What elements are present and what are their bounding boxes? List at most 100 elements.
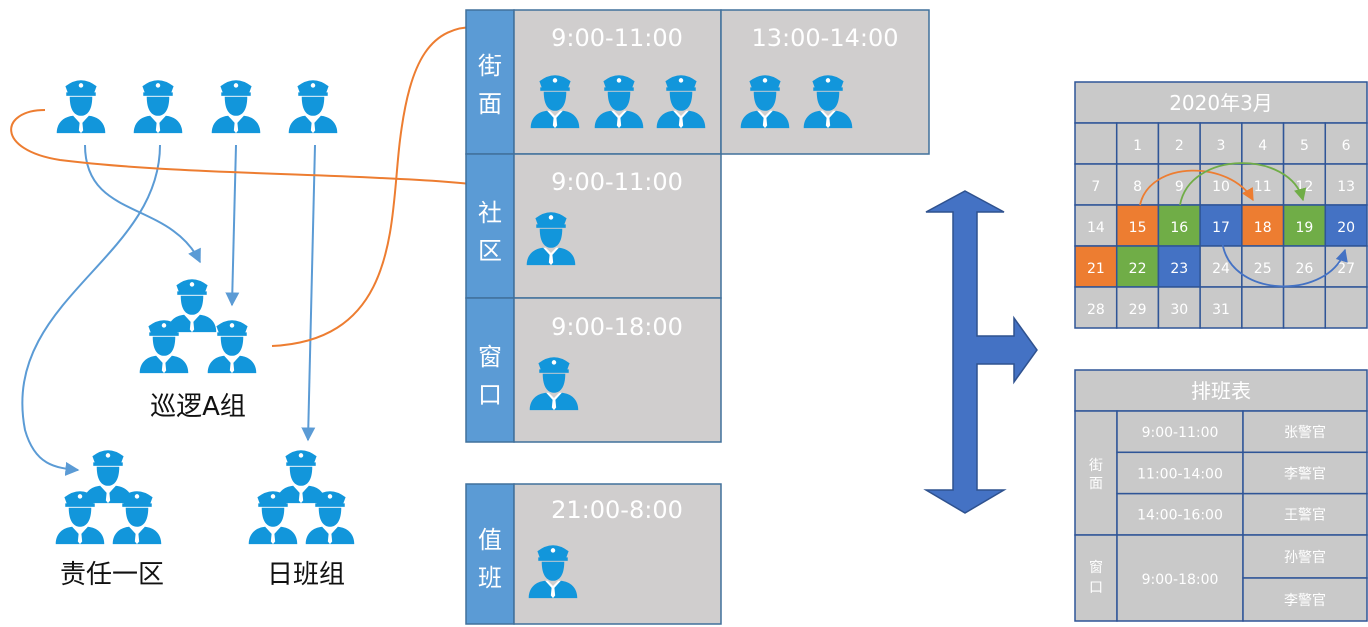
calendar-cell xyxy=(1157,204,1201,247)
police-officer-icon xyxy=(133,80,183,134)
big-branch-arrow xyxy=(923,190,1038,514)
roster-section-street-char-2: 面 xyxy=(1089,476,1103,492)
police-officer-icon xyxy=(56,80,106,134)
calendar-day: 20 xyxy=(1337,220,1355,236)
calendar-day: 2 xyxy=(1175,138,1184,154)
calendar-cell xyxy=(1241,286,1285,329)
window-post: 窗 口 9:00-18:00 xyxy=(465,297,722,443)
roster-section-window-char-1: 窗 xyxy=(1089,559,1103,576)
group-label-patrol-a: 巡逻A组 xyxy=(150,392,246,422)
police-officer-icon xyxy=(288,80,338,134)
roster-section-window-char-2: 口 xyxy=(1089,580,1103,596)
calendar-cell xyxy=(1324,122,1368,165)
calendar-header xyxy=(1074,81,1368,124)
arrow-16-to-19 xyxy=(1179,162,1307,206)
calendar-cell xyxy=(1282,286,1327,329)
calendar-day: 1 xyxy=(1133,138,1142,154)
calendar-cell xyxy=(1324,163,1368,206)
roster-name-cell xyxy=(1242,451,1368,495)
day-shift-group: 日班组 xyxy=(248,450,355,590)
window-tab xyxy=(465,297,515,443)
street-slot2-time: 13:00-14:00 xyxy=(752,24,899,52)
calendar-day: 3 xyxy=(1217,138,1226,154)
roster-officer-name: 孙警官 xyxy=(1284,550,1326,566)
roster-section-street-char-1: 街 xyxy=(1089,458,1103,474)
calendar-day: 7 xyxy=(1091,179,1100,195)
street-tab-char-2: 面 xyxy=(478,90,502,118)
officer-row xyxy=(56,80,338,134)
roster-section-window xyxy=(1074,534,1118,622)
arrow-officer2-to-zone-one xyxy=(21,144,161,476)
police-officer-icon xyxy=(211,80,261,134)
duty-tab xyxy=(465,483,515,625)
calendar-day: 10 xyxy=(1212,179,1230,195)
street-tab xyxy=(465,9,515,155)
duty-slot-time: 21:00-8:00 xyxy=(551,496,683,524)
roster-officer-name: 李警官 xyxy=(1284,593,1326,609)
calendar-cell xyxy=(1282,122,1327,165)
street-post: 街 面 9:00-11:00 13:00-14:00 xyxy=(465,9,930,155)
roster-name-cell xyxy=(1242,577,1368,622)
zone-one-group: 责任一区 xyxy=(55,450,164,590)
group-label-zone-one: 责任一区 xyxy=(60,560,164,590)
calendar-day: 25 xyxy=(1254,261,1272,277)
calendar-arrows xyxy=(1139,162,1348,288)
window-slot-time: 9:00-18:00 xyxy=(551,313,683,341)
arrow-officer-to-community xyxy=(10,109,550,201)
calendar-day: 27 xyxy=(1337,261,1355,277)
calendar-day: 22 xyxy=(1129,261,1147,277)
roster-name-cell xyxy=(1242,534,1368,579)
roster-time: 14:00-16:00 xyxy=(1137,508,1223,524)
calendar-day: 14 xyxy=(1087,220,1105,236)
calendar-cell xyxy=(1157,286,1201,329)
calendar-cell xyxy=(1324,286,1368,329)
arrow-officer1-to-patrol-a xyxy=(84,144,201,264)
street-tab-char-1: 街 xyxy=(478,52,502,80)
duty-post: 值 班 21:00-8:00 xyxy=(465,483,722,625)
calendar-day: 5 xyxy=(1300,138,1309,154)
calendar-cell xyxy=(1157,122,1201,165)
calendar-day: 29 xyxy=(1129,302,1147,318)
calendar-cell xyxy=(1115,204,1160,247)
window-tab-char-2: 口 xyxy=(478,381,502,409)
calendar-day: 13 xyxy=(1337,179,1355,195)
street-slot1-time: 9:00-11:00 xyxy=(551,24,683,52)
calendar-day: 11 xyxy=(1254,179,1272,195)
roster-time-cell xyxy=(1116,492,1244,536)
calendar-day: 8 xyxy=(1133,179,1142,195)
calendar-day: 28 xyxy=(1087,302,1105,318)
calendar-cell xyxy=(1241,245,1285,288)
roster-time: 9:00-11:00 xyxy=(1142,425,1219,441)
calendar-day: 17 xyxy=(1212,220,1230,236)
calendar-title: 2020年3月 xyxy=(1169,91,1273,115)
calendar-day: 23 xyxy=(1170,261,1188,277)
calendar-day: 30 xyxy=(1170,302,1188,318)
calendar-day: 15 xyxy=(1129,220,1147,236)
calendar-day: 26 xyxy=(1296,261,1314,277)
duty-tab-char-1: 值 xyxy=(478,526,502,554)
roster-table: 排班表 街 面 窗 口 9:00-11:00 张警官 11:00-14:00 李警官 1… xyxy=(1074,369,1368,622)
calendar-cell xyxy=(1241,122,1285,165)
calendar-day: 9 xyxy=(1175,179,1184,195)
arrow-officer4-to-day-shift xyxy=(301,144,316,442)
patrol-a-group: 巡逻A组 xyxy=(139,279,257,422)
double-arrow-shape xyxy=(923,190,1038,514)
calendar-cell xyxy=(1157,245,1201,288)
calendar-day: 18 xyxy=(1254,220,1272,236)
calendar-cell xyxy=(1115,245,1160,288)
calendar-day: 19 xyxy=(1296,220,1314,236)
calendar-day: 21 xyxy=(1087,261,1105,277)
roster-officer-name: 张警官 xyxy=(1284,425,1326,441)
community-post: 社 区 9:00-11:00 xyxy=(465,153,722,299)
roster-time: 11:00-14:00 xyxy=(1137,466,1223,482)
community-slot-time: 9:00-11:00 xyxy=(551,168,683,196)
window-tab-char-1: 窗 xyxy=(478,343,502,371)
arrow-15-to-18 xyxy=(1139,169,1254,206)
community-tab-char-2: 区 xyxy=(478,237,502,265)
roster-officer-name: 李警官 xyxy=(1284,466,1326,482)
roster-time: 9:00-18:00 xyxy=(1142,572,1219,588)
community-tab-char-1: 社 xyxy=(478,199,502,227)
roster-title: 排班表 xyxy=(1191,379,1251,403)
